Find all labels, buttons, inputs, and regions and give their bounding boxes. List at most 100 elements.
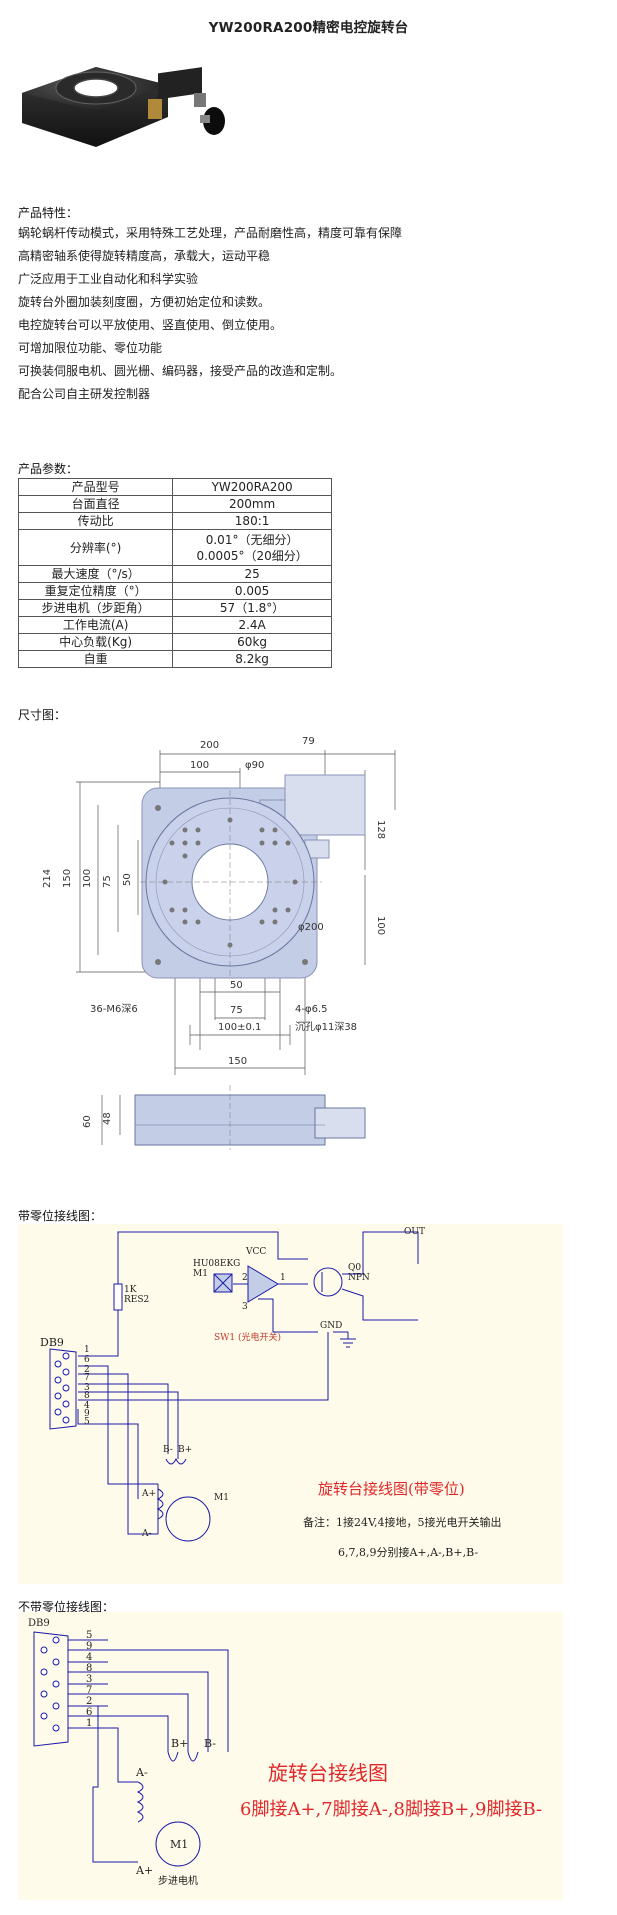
feature-item: 配合公司自主研发控制器 <box>18 387 151 401</box>
features-heading: 产品特性： <box>18 206 79 220</box>
table-row: 分辨率(°)0.01°（无细分）0.0005°（20细分） <box>17 529 332 566</box>
wire-label: B+ <box>178 1445 192 1455</box>
wire-label: A- <box>141 1529 152 1539</box>
pin-label: 9 <box>84 1409 90 1419</box>
wire-label: M1 <box>214 1493 229 1503</box>
dim-label: 50 <box>230 980 243 991</box>
diagram-note: 备注：1接24V,4接地，5接光电开关输出 <box>303 1515 502 1529</box>
wiring-nozero-heading: 不带零位接线图： <box>18 1600 115 1614</box>
wire-label: OUT <box>404 1227 425 1237</box>
feature-item: 电控旋转台可以平放使用、竖直使用、倒立使用。 <box>18 318 283 332</box>
dim-label: 75 <box>102 875 113 888</box>
pin-label: 5 <box>86 1630 92 1641</box>
dim-label: 100±0.1 <box>218 1022 261 1033</box>
param-label: 重复定位精度（°） <box>17 582 174 600</box>
page-title: YW200RA200精密电控旋转台 <box>208 20 409 36</box>
dim-label: 60 <box>82 1115 93 1128</box>
wire-label: Q0 <box>348 1263 361 1273</box>
product-photo <box>22 67 225 147</box>
wire-label: A+ <box>141 1489 156 1499</box>
dim-label: 200 <box>200 740 219 751</box>
table-row: 中心负载(Kg)60kg <box>17 633 332 651</box>
pin-label: 3 <box>86 1674 92 1685</box>
pin-label: 2 <box>86 1696 92 1707</box>
pin-label: 1 <box>84 1345 90 1355</box>
param-label: 台面直径 <box>17 495 174 513</box>
diagram-caption: 旋转台接线图 <box>268 1761 388 1785</box>
diagram-caption: 旋转台接线图(带零位) <box>318 1480 465 1498</box>
pin-label: 5 <box>84 1417 90 1427</box>
table-row: 工作电流(A)2.4A <box>17 616 332 634</box>
wire-label: B- <box>204 1737 216 1750</box>
dim-label: 36-M6深6 <box>90 1003 138 1015</box>
dim-label: 48 <box>102 1112 113 1125</box>
param-label: 工作电流(A) <box>17 616 174 634</box>
pin-label: 1 <box>86 1718 92 1729</box>
dim-label: φ90 <box>245 760 264 771</box>
wire-label: VCC <box>245 1247 266 1257</box>
feature-item: 高精密轴系使得旋转精度高，承载大，运动平稳 <box>18 249 271 263</box>
table-row: 重复定位精度（°）0.005 <box>17 582 332 600</box>
feature-item: 可换装伺服电机、圆光栅、编码器，接受产品的改造和定制。 <box>18 364 343 378</box>
param-value: 0.01°（无细分）0.0005°（20细分） <box>172 529 332 566</box>
dim-label: 128 <box>375 820 386 839</box>
param-label: 自重 <box>17 650 174 668</box>
dim-label: 4-φ6.5 <box>295 1004 327 1015</box>
wiring-zero-heading: 带零位接线图： <box>18 1209 103 1223</box>
param-label: 最大速度（°/s） <box>17 565 174 583</box>
feature-item: 广泛应用于工业自动化和科学实验 <box>18 272 199 286</box>
dim-label: 150 <box>62 869 73 888</box>
wire-label: B- <box>163 1445 173 1455</box>
pin-label: 7 <box>84 1373 90 1383</box>
dim-label: 100 <box>82 869 93 888</box>
pin-label: 7 <box>86 1685 92 1696</box>
param-value: 2.4A <box>172 616 332 634</box>
dim-label: 100 <box>375 916 386 935</box>
feature-item: 可增加限位功能、零位功能 <box>18 341 163 355</box>
param-value: 60kg <box>172 633 332 651</box>
param-value-line: 0.01°（无细分） <box>205 532 299 547</box>
wire-label: 步进电机 <box>158 1874 198 1887</box>
dim-label: 沉孔φ11深38 <box>295 1020 357 1033</box>
wire-label: 2 <box>242 1273 248 1283</box>
param-value: 8.2kg <box>172 650 332 668</box>
wiring-nozero-diagram: DB9 5 9 4 8 3 7 2 6 1 B+ B- A- A+ M1 步进电… <box>18 1612 563 1900</box>
param-label: 中心负载(Kg) <box>17 633 174 651</box>
dimension-heading: 尺寸图： <box>18 708 67 722</box>
diagram-note: 6,7,8,9分别接A+,A-,B+,B- <box>338 1546 478 1559</box>
param-label: 分辨率(°) <box>17 529 174 566</box>
dim-label: 100 <box>190 760 209 771</box>
wire-label: A+ <box>135 1864 153 1877</box>
param-label: 产品型号 <box>17 478 174 496</box>
wire-label: DB9 <box>40 1336 64 1349</box>
wire-label: M1 <box>170 1838 188 1851</box>
pin-label: 4 <box>86 1652 92 1663</box>
param-value: 200mm <box>172 495 332 513</box>
wire-label: 1 <box>280 1273 286 1283</box>
pin-label: 3 <box>84 1383 90 1393</box>
dim-label: 214 <box>42 869 53 888</box>
wire-label: GND <box>320 1321 342 1331</box>
pin-label: 8 <box>84 1391 90 1401</box>
diagram-note: 6脚接A+,7脚接A-,8脚接B+,9脚接B- <box>240 1799 542 1820</box>
features-list: 蜗轮蜗杆传动模式，采用特殊工艺处理，产品耐磨性高，精度可靠有保障 高精密轴系使得… <box>18 222 402 406</box>
param-value-line: 0.0005°（20细分） <box>196 548 308 563</box>
wire-label: NPN <box>348 1273 370 1283</box>
wire-label: HU08EKG <box>193 1259 240 1269</box>
table-row: 步进电机（步距角）57（1.8°） <box>17 599 332 617</box>
dim-label: 50 <box>122 873 133 886</box>
wire-label: A- <box>135 1766 148 1779</box>
wiring-zero-diagram: HU08EKG M1 VCC OUT Q0 NPN 1 2 3 GND SW1 … <box>18 1224 563 1584</box>
dim-label: 75 <box>230 1005 243 1016</box>
pin-label: 9 <box>86 1641 92 1652</box>
side-view: 60 48 <box>82 1085 366 1150</box>
param-value: 180:1 <box>172 512 332 530</box>
dim-label: 79 <box>302 736 315 747</box>
param-value: 57（1.8°） <box>172 599 332 617</box>
feature-item: 蜗轮蜗杆传动模式，采用特殊工艺处理，产品耐磨性高，精度可靠有保障 <box>18 226 403 240</box>
param-value: 0.005 <box>172 582 332 600</box>
table-row: 最大速度（°/s）25 <box>17 565 332 583</box>
